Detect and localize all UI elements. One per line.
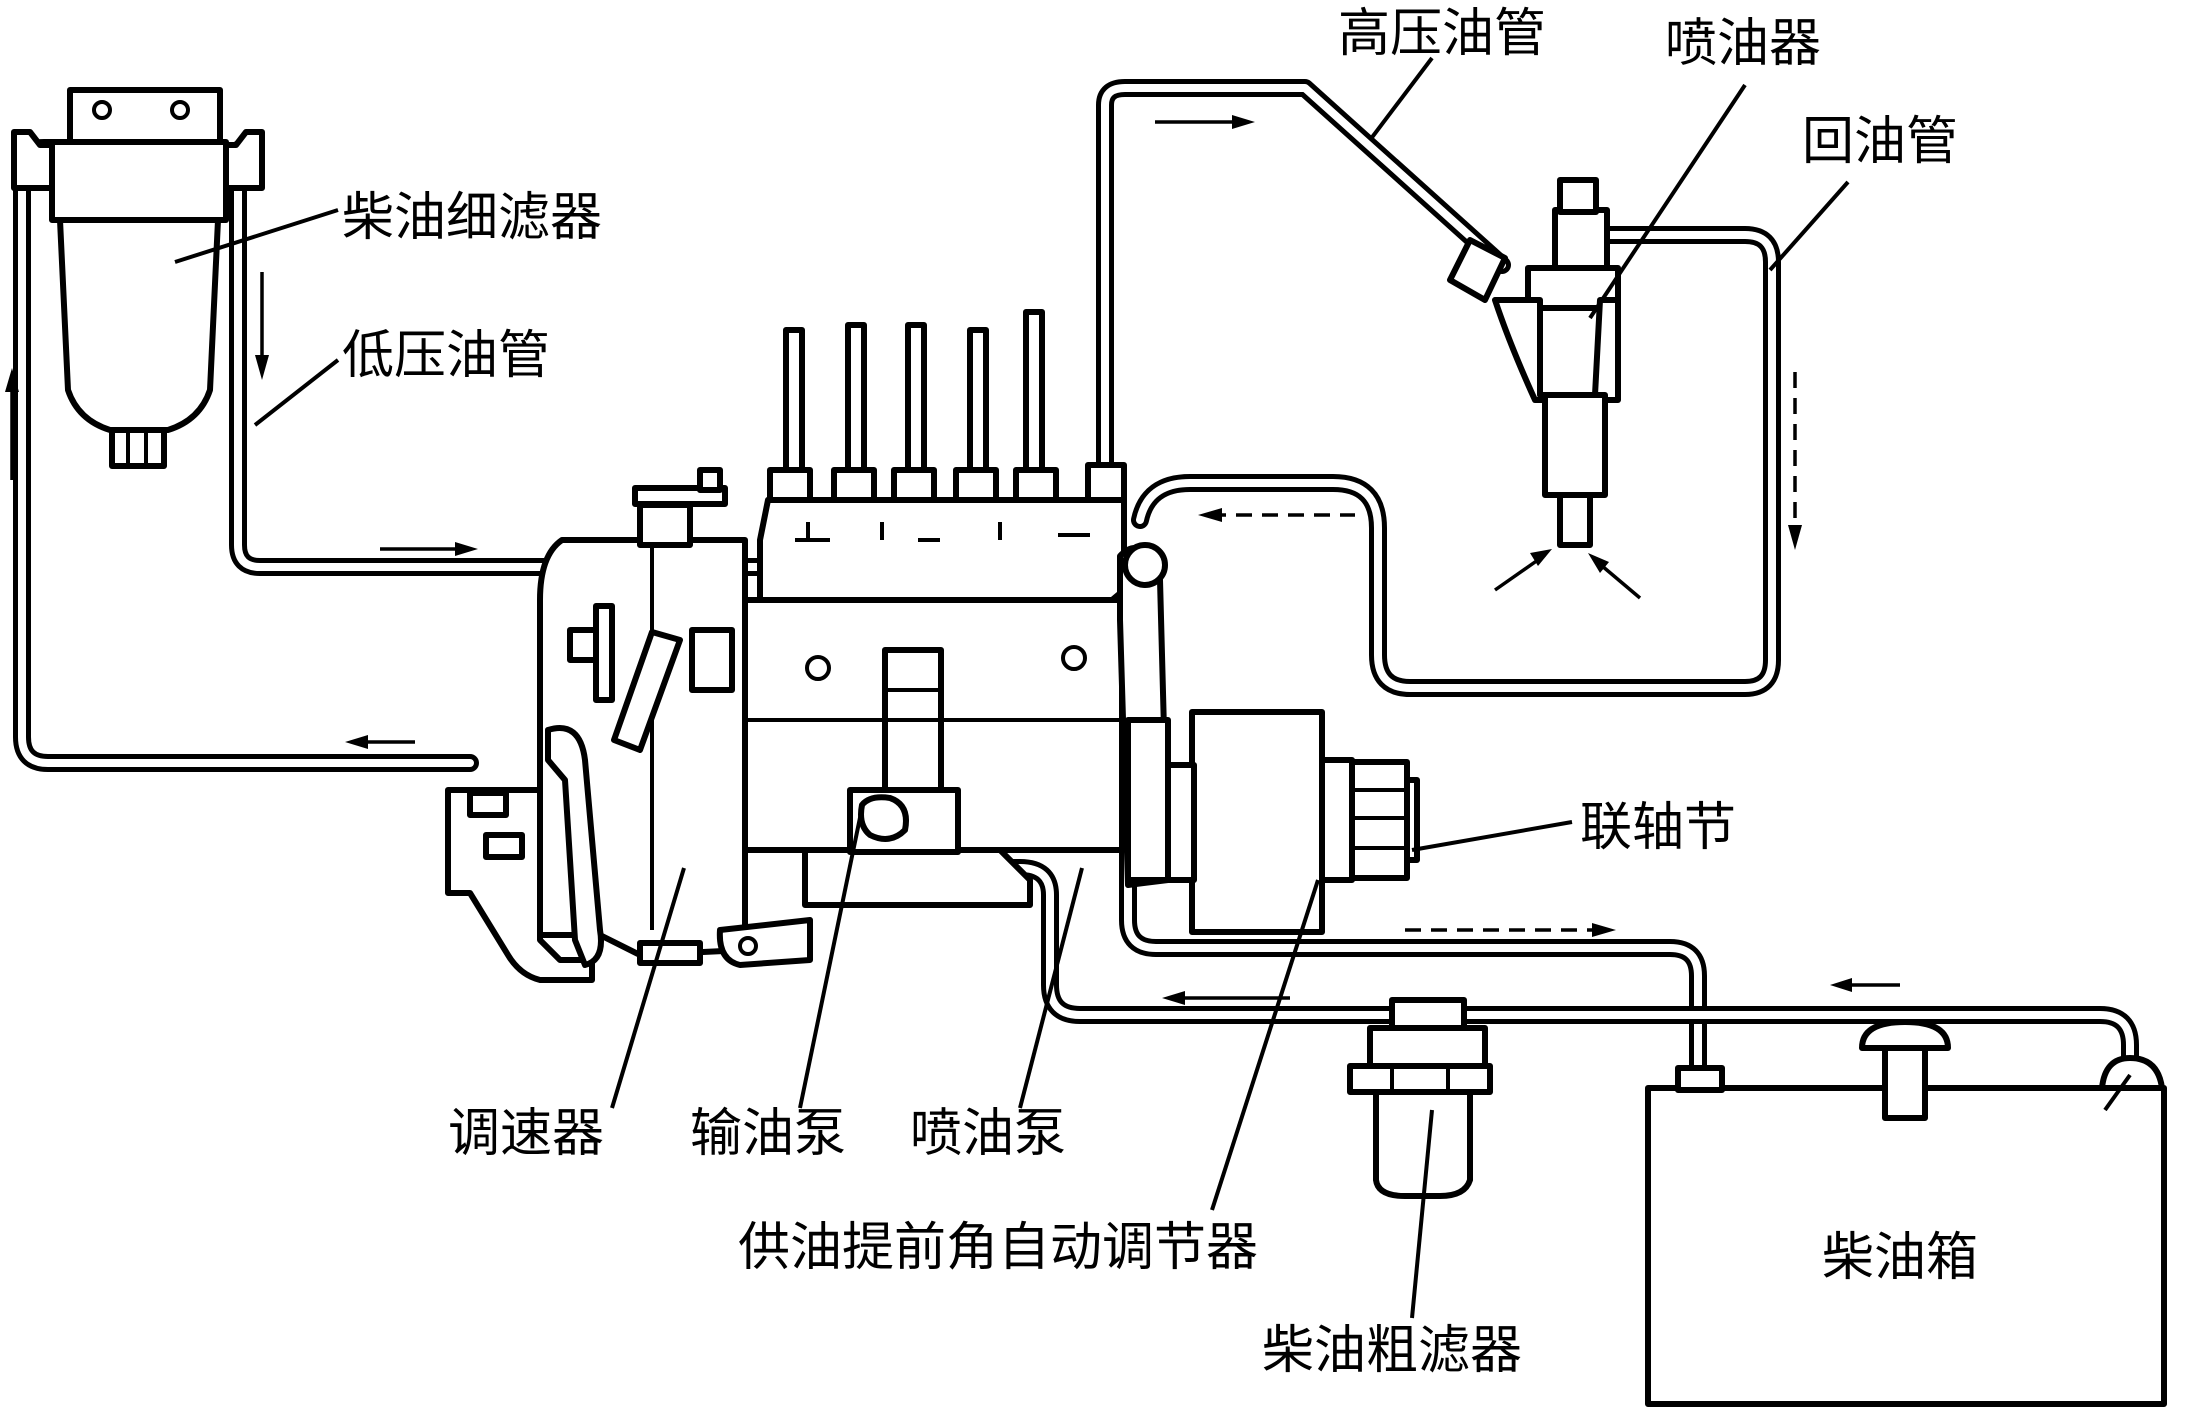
coarse-filter-label: 柴油粗滤器 — [1262, 1321, 1523, 1381]
injection-pump-label: 喷油泵 — [910, 1104, 1067, 1164]
leader-lines — [174, 56, 1850, 1319]
suction-pipe — [921, 859, 2139, 1094]
timing-advance-label: 供油提前角自动调节器 — [738, 1218, 1259, 1278]
return-pipe-label: 回油管 — [1802, 112, 1959, 172]
governor — [445, 467, 813, 983]
injector-label: 喷油器 — [1665, 14, 1822, 74]
pipes — [13, 79, 2139, 1094]
high-pressure-pipe — [1096, 79, 1511, 484]
governor-label: 调速器 — [448, 1104, 605, 1164]
low-pressure-pipe-label: 低压油管 — [342, 326, 551, 386]
injection-pump — [739, 309, 1127, 908]
return-pipe — [1131, 226, 1781, 697]
fine-filter-label: 柴油细滤器 — [342, 188, 603, 248]
fine-filter — [11, 87, 265, 469]
injector — [1447, 177, 1621, 548]
high-pressure-pipe-label: 高压油管 — [1338, 4, 1547, 64]
coarse-filter — [1347, 997, 1493, 1199]
transfer-pump-label: 输油泵 — [690, 1104, 847, 1164]
fuel-tank-label: 柴油箱 — [1822, 1228, 1979, 1288]
fuel-tank — [1645, 1019, 2167, 1407]
coupling-label: 联轴节 — [1580, 798, 1737, 858]
timing-advance-and-coupling — [1117, 542, 1420, 935]
flow-arrows — [5, 115, 1900, 1005]
